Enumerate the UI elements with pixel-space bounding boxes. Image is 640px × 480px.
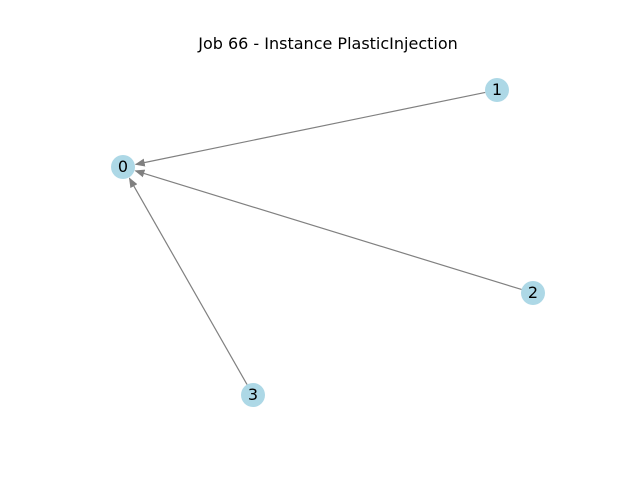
node-label: 3 <box>248 385 258 404</box>
node-circle <box>485 78 509 102</box>
node-circle <box>521 281 545 305</box>
node-label: 2 <box>528 283 538 302</box>
node-circle <box>111 155 135 179</box>
node-0: 0 <box>111 155 135 179</box>
node-2: 2 <box>521 281 545 305</box>
node-1: 1 <box>485 78 509 102</box>
node-label: 1 <box>492 80 502 99</box>
node-3: 3 <box>241 383 265 407</box>
nodes-layer: 0 1 2 3 <box>111 78 545 407</box>
node-circle <box>241 383 265 407</box>
edge-1-to-0 <box>134 91 486 167</box>
node-label: 0 <box>118 157 128 176</box>
edges-layer <box>128 91 522 385</box>
graph-title: Job 66 - Instance PlasticInjection <box>197 34 458 53</box>
edge-3-to-0 <box>128 177 248 385</box>
edge-2-to-0 <box>134 169 522 291</box>
